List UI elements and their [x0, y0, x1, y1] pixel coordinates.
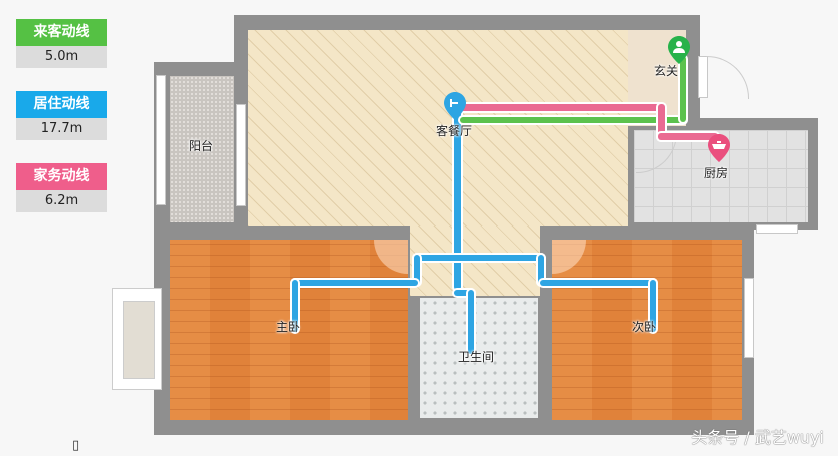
living-route-bath	[468, 290, 474, 354]
living-route-second	[650, 280, 656, 332]
living-route-second	[540, 280, 656, 286]
legend-value: 17.7m	[16, 118, 107, 140]
room-label-second-bedroom: 次卧	[632, 320, 657, 334]
living-route-master	[292, 280, 298, 332]
master-bedroom-floor	[170, 240, 408, 420]
room-label-kitchen: 厨房	[704, 166, 729, 180]
window	[756, 224, 798, 234]
living-route-trunk	[454, 104, 461, 290]
corner-glyph: ▯	[72, 438, 80, 453]
door-swing	[706, 56, 749, 99]
living-room-floor	[248, 30, 628, 226]
guest-route	[680, 56, 686, 122]
watermark: 头条号 / 武艺wuyi	[691, 428, 824, 447]
legend-title: 家务动线	[16, 163, 107, 190]
legend-value: 6.2m	[16, 190, 107, 212]
kitchen-pin-icon	[708, 134, 730, 162]
living-route-branch	[538, 255, 544, 285]
guest-route	[460, 117, 686, 123]
window	[236, 104, 246, 206]
legend-value: 5.0m	[16, 46, 107, 68]
housework-route	[460, 104, 664, 111]
housework-route	[658, 133, 718, 140]
living-route-branch	[414, 255, 544, 261]
living-route-master	[292, 280, 418, 286]
window	[744, 278, 754, 358]
legend-housework-route: 家务动线 6.2m	[16, 163, 107, 212]
living-route-bath	[454, 290, 474, 296]
bay-window	[112, 288, 162, 390]
room-label-master-bedroom: 主卧	[276, 320, 301, 334]
bathroom-floor	[420, 298, 538, 418]
legend-guest-route: 来客动线 5.0m	[16, 19, 107, 68]
legend-title: 居住动线	[16, 91, 107, 118]
legend-title: 来客动线	[16, 19, 107, 46]
living-room-pin-icon	[444, 92, 466, 120]
room-label-living: 客餐厅	[436, 124, 473, 138]
entrance-pin-icon	[668, 36, 690, 64]
housework-route	[658, 104, 665, 140]
balcony-floor	[170, 76, 234, 222]
legend-living-route: 居住动线 17.7m	[16, 91, 107, 140]
room-label-balcony: 阳台	[189, 139, 214, 153]
living-route-branch	[414, 255, 420, 285]
room-label-entrance: 玄关	[654, 64, 679, 78]
room-label-bathroom: 卫生间	[458, 350, 495, 364]
window	[156, 75, 166, 205]
hallway-floor	[410, 226, 540, 296]
second-bedroom-floor	[552, 240, 742, 420]
